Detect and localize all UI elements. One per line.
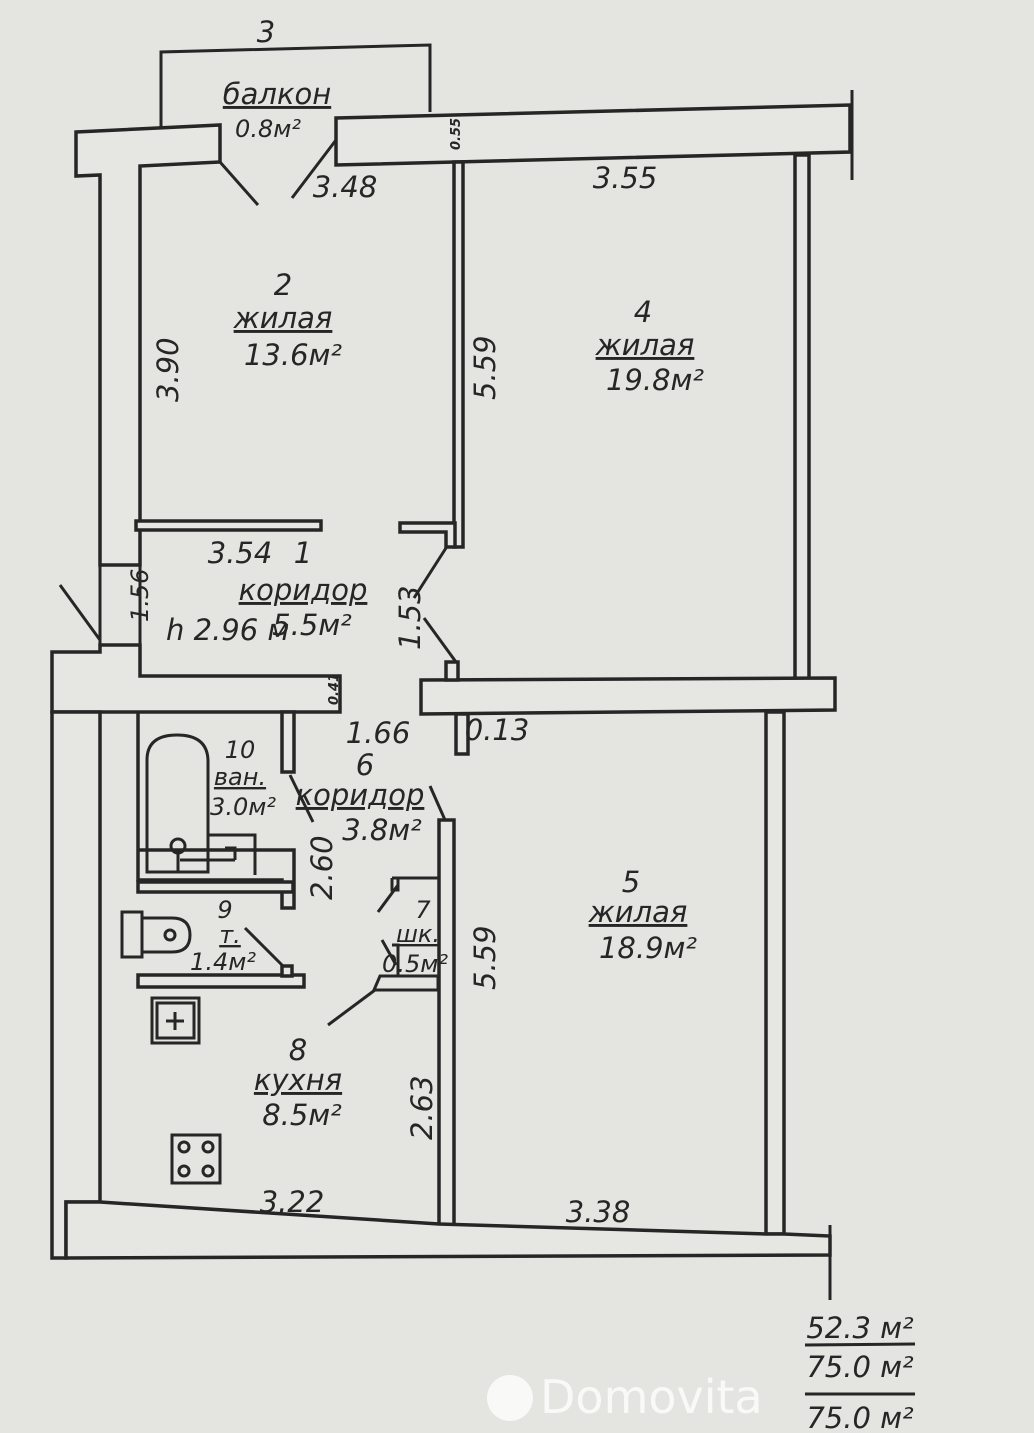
room1-name: коридор: [239, 573, 368, 607]
ceiling-height: h 2.96 м: [166, 613, 289, 647]
door-jamb: [454, 712, 470, 756]
toilet-bowl: [163, 928, 177, 942]
watermark-logo-icon: [487, 1375, 533, 1421]
right-wall-lower: [764, 710, 786, 1236]
room2-name: жилая: [233, 301, 333, 335]
dim-0-55: 0.55: [449, 118, 464, 150]
dim-1-66: 1.66: [346, 716, 411, 750]
room2-num: 2: [274, 268, 292, 302]
room3-area: 0.8м²: [235, 115, 301, 143]
bath-wall: [136, 880, 295, 894]
door-swing: [243, 926, 287, 970]
room5-name: жилая: [588, 895, 688, 929]
room3-name: балкон: [223, 77, 331, 111]
toilet-tank: [120, 910, 144, 959]
balcony-outline: [159, 43, 432, 128]
dim-3-90: 3.90: [151, 337, 185, 402]
room3-num: 3: [257, 15, 275, 49]
room10-num: 10: [225, 736, 256, 764]
room1-area: 5.5м²: [272, 608, 352, 642]
door-swing: [412, 547, 458, 663]
dim-5-59-upper: 5.59: [468, 335, 502, 400]
dim-5-59-lower: 5.59: [468, 925, 502, 990]
left-outer-wall: [50, 710, 102, 1260]
total-area-2: 75.0 м²: [806, 1401, 914, 1433]
room1-num: 1: [294, 536, 312, 570]
dim-1-56: 1.56: [126, 569, 154, 622]
room4-num: 4: [634, 295, 652, 329]
room4-area: 19.8м²: [606, 363, 704, 397]
dim-0-13: 0.13: [465, 713, 530, 747]
sink-box-inner: [155, 1001, 196, 1040]
dim-2-63: 2.63: [405, 1075, 439, 1140]
burner: [177, 1164, 191, 1178]
bathtub-icon: [145, 733, 210, 874]
total-area: 75.0 м²: [806, 1350, 914, 1384]
top-wall: [334, 103, 852, 167]
room10-area: 3.0м²: [210, 793, 276, 821]
left-top-wall: [74, 123, 222, 567]
door-swing: [327, 884, 400, 1027]
room9-area: 1.4м²: [190, 948, 256, 976]
burner: [201, 1164, 215, 1178]
room5-area: 18.9м²: [599, 931, 697, 965]
dim-3-38: 3.38: [566, 1195, 631, 1229]
sink-box-icon: [150, 996, 201, 1045]
dim-3-55: 3.55: [593, 161, 658, 195]
door-swing: [288, 774, 315, 823]
dim-2-60: 2.60: [305, 835, 339, 900]
room6-num: 6: [356, 748, 374, 782]
fraction-line: [804, 1342, 916, 1347]
dim-1-53: 1.53: [393, 585, 427, 650]
room10-name: ван.: [214, 763, 266, 791]
right-wall-upper: [793, 153, 811, 682]
room7-num: 7: [415, 896, 431, 924]
watermark-text: Domovita: [540, 1370, 763, 1424]
door-swing: [428, 785, 447, 821]
room8-name: кухня: [254, 1063, 342, 1097]
burner: [201, 1140, 215, 1154]
room8-area: 8.5м²: [262, 1098, 342, 1132]
dim-3-22: 3.22: [260, 1185, 325, 1219]
corridor-bath-wall: [50, 643, 342, 714]
toilet-icon: [142, 916, 192, 954]
room4-name: жилая: [595, 328, 695, 362]
door-jamb: [444, 660, 460, 682]
bath-partition: [280, 710, 296, 774]
room2-area: 13.6м²: [244, 338, 342, 372]
room8-num: 8: [289, 1033, 307, 1067]
room5-num: 5: [622, 865, 640, 899]
living-area-total: 52.3 м²: [806, 1311, 914, 1345]
plus-icon: [166, 1012, 184, 1030]
dim-3-48: 3.48: [313, 170, 378, 204]
bath-bottom-wall: [136, 712, 296, 910]
stove-icon: [170, 1133, 222, 1185]
middle-wall: [419, 676, 837, 716]
dim-3-54: 3.54: [208, 536, 273, 570]
room7-name: шк.: [396, 920, 440, 948]
sink-icon: [176, 833, 257, 875]
toilet-wall: [136, 973, 306, 989]
room9-num: 9: [217, 896, 232, 924]
door-jamb: [280, 964, 294, 978]
room7-area: 0.5м²: [382, 950, 448, 978]
room6-area: 3.8м²: [342, 813, 422, 847]
room6-name: коридор: [296, 778, 425, 812]
dim-0-41: 0.41: [327, 673, 342, 705]
room2-bottom-wall-right: [398, 521, 457, 549]
room2-bottom-wall: [134, 519, 323, 532]
door-swing: [218, 139, 338, 206]
burner: [177, 1140, 191, 1154]
wall-2-4: [452, 160, 465, 549]
kitchen-room5-wall: [437, 818, 456, 1232]
room9-name: т.: [219, 921, 241, 949]
